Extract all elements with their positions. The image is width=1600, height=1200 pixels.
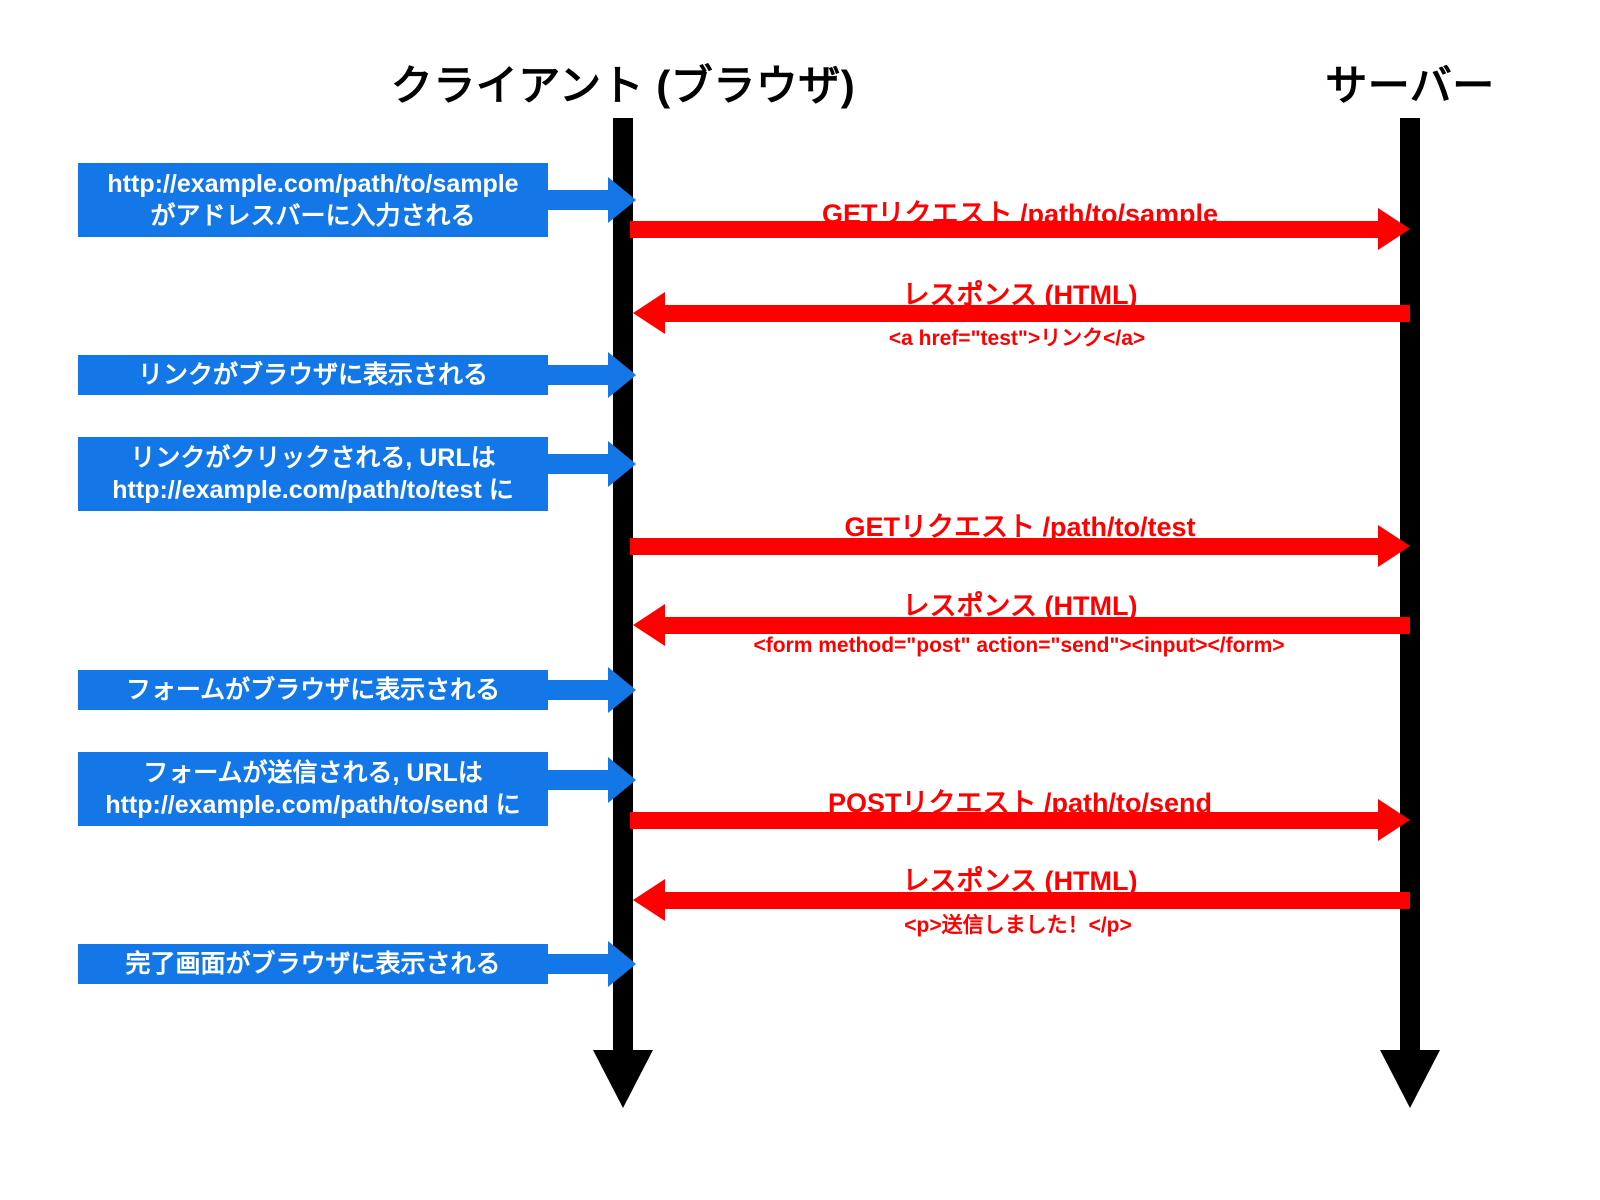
note-url-typed-line-2: がアドレスバーに入力される — [150, 202, 476, 230]
note-url-typed-line-1: http://example.com/path/to/sample — [107, 170, 519, 198]
message-line-response-done — [655, 892, 1410, 909]
message-payload-response-done: <p>送信しました！</p> — [904, 914, 1132, 937]
note-form-shown: フォームがブラウザに表示される — [78, 670, 548, 710]
message-label-response-done: レスポンス (HTML) — [902, 866, 1138, 896]
note-done-shown-line-1: 完了画面がブラウザに表示される — [125, 950, 501, 978]
participant-title-client: クライアント (ブラウザ) — [390, 62, 856, 109]
lifeline-client — [613, 118, 633, 1058]
note-link-clicked: リンクがクリックされる, URLは http://example.com/pat… — [78, 437, 548, 511]
message-payload-response-form: <form method="post" action="send"><input… — [753, 634, 1285, 657]
message-arrow-response-form-icon — [633, 604, 665, 646]
note-url-typed: http://example.com/path/to/sample がアドレスバ… — [78, 163, 548, 237]
note-form-shown-line-1: フォームがブラウザに表示される — [125, 676, 501, 704]
message-line-get-sample — [630, 221, 1380, 238]
note-link-clicked-line-2: http://example.com/path/to/test に — [112, 476, 514, 504]
note-form-submitted-line-1: フォームが送信される, URLは — [143, 759, 483, 787]
note-form-submitted-line-2: http://example.com/path/to/send に — [105, 791, 521, 819]
note-link-shown: リンクがブラウザに表示される — [78, 355, 548, 395]
message-line-response-link — [655, 305, 1410, 322]
message-line-get-test — [630, 538, 1380, 555]
message-label-response-form: レスポンス (HTML) — [902, 591, 1138, 621]
message-arrow-post-send-icon — [1378, 799, 1410, 841]
lifeline-client-arrow-icon — [593, 1050, 653, 1108]
message-arrow-get-sample-icon — [1378, 208, 1410, 250]
note-done-shown: 完了画面がブラウザに表示される — [78, 944, 548, 984]
message-label-get-test: GETリクエスト /path/to/test — [844, 512, 1196, 542]
message-arrow-response-done-icon — [633, 879, 665, 921]
participant-title-server: サーバー — [1325, 62, 1495, 109]
note-link-shown-line-1: リンクがブラウザに表示される — [137, 361, 488, 389]
message-line-post-send — [630, 812, 1380, 829]
lifeline-server — [1400, 118, 1420, 1058]
lifeline-server-arrow-icon — [1380, 1050, 1440, 1108]
message-arrow-get-test-icon — [1378, 525, 1410, 567]
message-line-response-form — [655, 617, 1410, 634]
note-form-submitted: フォームが送信される, URLは http://example.com/path… — [78, 752, 548, 826]
message-payload-response-link: <a href="test">リンク</a> — [888, 327, 1146, 350]
message-arrow-response-link-icon — [633, 292, 665, 334]
note-link-clicked-line-1: リンクがクリックされる, URLは — [130, 444, 496, 472]
